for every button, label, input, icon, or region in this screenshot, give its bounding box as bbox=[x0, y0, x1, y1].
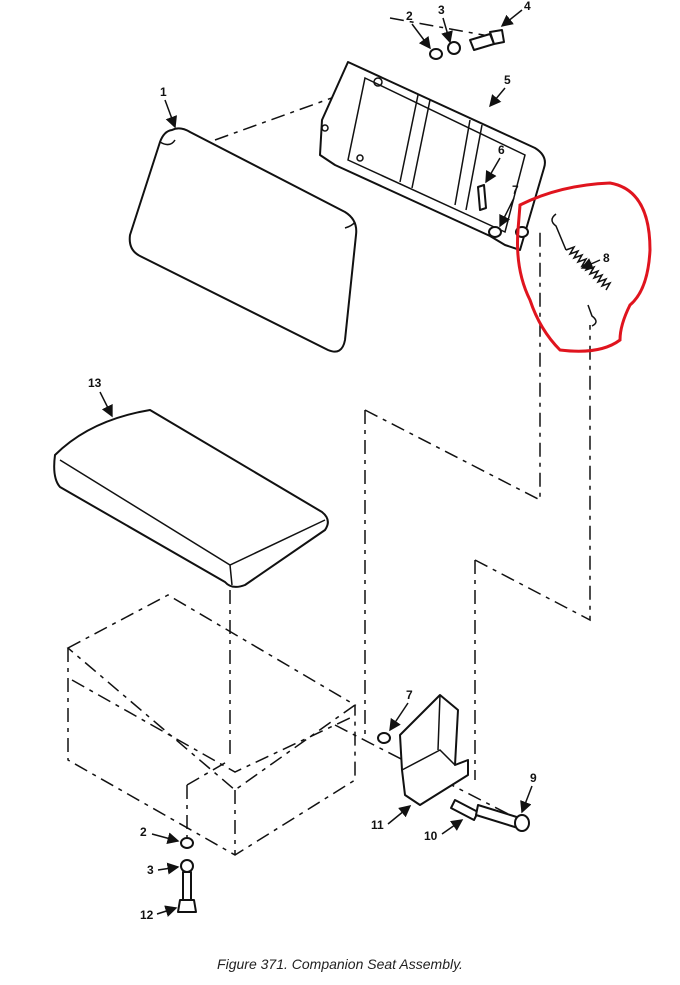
callout-6: 6 bbox=[498, 143, 505, 157]
callout-3: 3 bbox=[438, 3, 445, 17]
callout-13: 13 bbox=[88, 376, 102, 390]
red-highlight-circle bbox=[516, 181, 652, 353]
seat-box bbox=[66, 594, 357, 856]
backrest-cushion bbox=[128, 127, 358, 353]
figure-caption: Figure 371. Companion Seat Assembly. bbox=[217, 956, 463, 972]
callout-2: 2 bbox=[406, 9, 413, 23]
callout-1: 1 bbox=[160, 85, 167, 99]
spring bbox=[551, 213, 612, 327]
callouts: 1 2 3 4 5 6 7 8 13 7 9 11 10 2 3 12 bbox=[88, 0, 610, 922]
backrest-frame bbox=[319, 61, 546, 251]
assembly-lines bbox=[186, 17, 591, 840]
callout-5: 5 bbox=[504, 73, 511, 87]
callout-7-lower: 7 bbox=[406, 688, 413, 702]
callout-3-lower: 3 bbox=[147, 863, 154, 877]
mounting-bracket bbox=[377, 694, 469, 806]
callout-4: 4 bbox=[524, 0, 531, 13]
callout-11: 11 bbox=[371, 818, 384, 832]
bottom-hardware bbox=[177, 799, 530, 913]
callout-2-lower: 2 bbox=[140, 825, 147, 839]
callout-7: 7 bbox=[512, 183, 519, 197]
callout-12: 12 bbox=[140, 908, 154, 922]
callout-10: 10 bbox=[424, 829, 438, 843]
callout-9: 9 bbox=[530, 771, 537, 785]
top-hardware bbox=[429, 29, 529, 238]
callout-8: 8 bbox=[603, 251, 610, 265]
seat-cushion bbox=[53, 409, 329, 588]
